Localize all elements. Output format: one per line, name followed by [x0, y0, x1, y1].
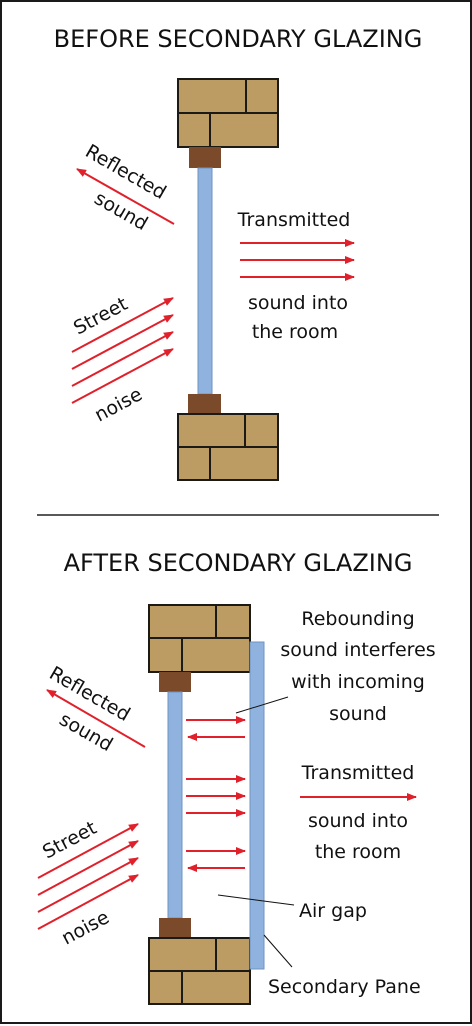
after-street-noise-arrows [37, 823, 139, 930]
before-panel: BEFORE SECONDARY GLAZING Reflected sound [54, 25, 423, 481]
after-title: AFTER SECONDARY GLAZING [64, 549, 413, 577]
after-bottom-brick-wall [148, 937, 251, 1005]
before-glass-pane [197, 167, 213, 395]
before-bottom-sill [188, 394, 221, 414]
after-into-room-label-2: the room [315, 841, 401, 863]
after-top-sill [159, 672, 191, 692]
after-secondary-pane [249, 641, 265, 970]
rebounding-pointer [235, 696, 289, 714]
after-primary-pane [167, 691, 183, 919]
before-into-room-label: sound into [248, 292, 348, 314]
before-transmitted-label: Transmitted [237, 209, 351, 231]
after-into-room-label: sound into [308, 810, 408, 832]
air-gap-label: Air gap [299, 900, 367, 922]
secondary-pane-pointer [263, 934, 293, 968]
before-street-label: Street [70, 293, 131, 340]
before-noise-label: noise [91, 383, 146, 426]
before-reflected-arrow [76, 168, 175, 225]
after-reflected-label: Reflected [46, 662, 134, 726]
before-transmitted-arrows [240, 239, 355, 281]
before-top-brick-wall [177, 78, 279, 148]
after-transmitted-label: Transmitted [301, 762, 415, 784]
before-top-sill [189, 147, 221, 168]
before-into-room-label-2: the room [252, 321, 338, 343]
air-gap-pointer [217, 894, 295, 906]
rebounding-label-2: sound interferes [280, 639, 435, 661]
after-reflected-arrow [46, 689, 146, 748]
after-top-brick-wall [148, 604, 251, 673]
after-bottom-sill [159, 918, 191, 938]
rebounding-label-3: with incoming [291, 671, 425, 693]
before-street-noise-arrows [71, 297, 174, 404]
rebounding-label-4: sound [329, 703, 387, 725]
after-street-label: Street [39, 817, 100, 864]
before-bottom-brick-wall [177, 413, 279, 481]
after-panel: AFTER SECONDARY GLAZING Rebounding sound… [37, 549, 436, 1005]
between-pane-arrows [186, 716, 246, 872]
before-reflected-label: Reflected [82, 140, 170, 204]
before-title: BEFORE SECONDARY GLAZING [54, 25, 423, 53]
secondary-pane-label: Secondary Pane [268, 976, 421, 998]
rebounding-label: Rebounding [301, 608, 414, 630]
